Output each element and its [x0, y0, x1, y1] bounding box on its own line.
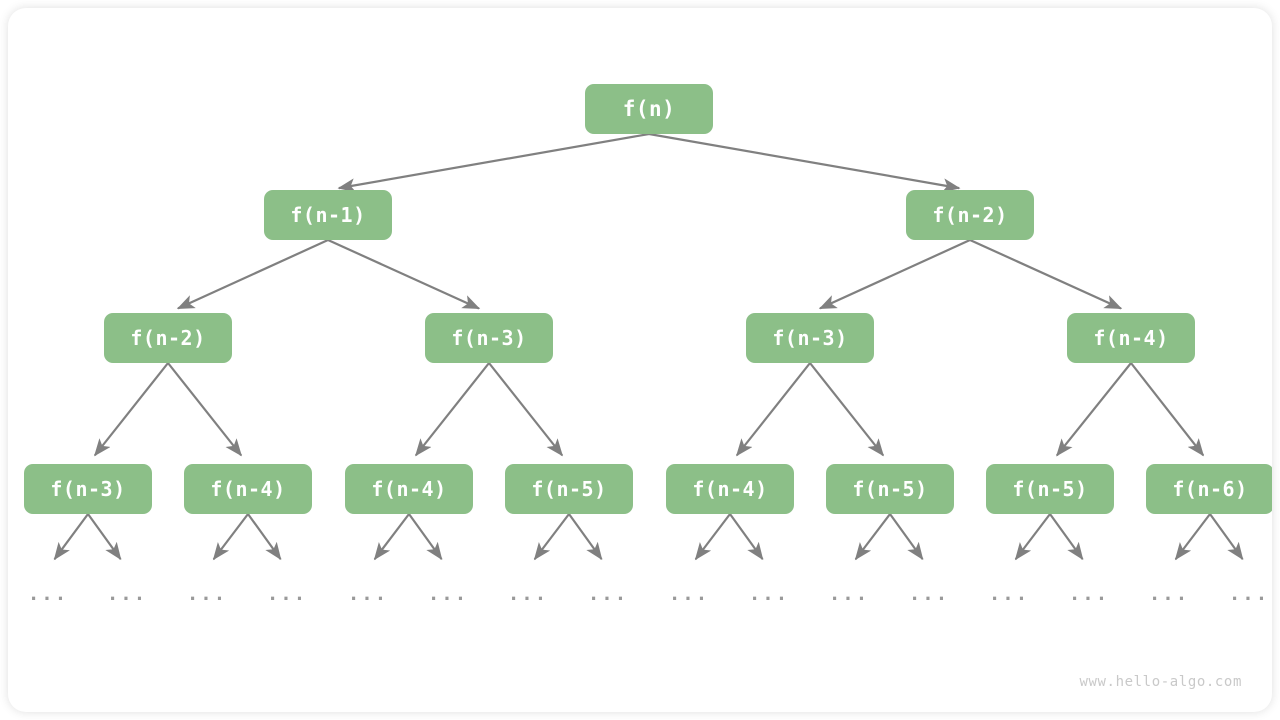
leaf-ellipsis: ...: [587, 583, 629, 605]
tree-node-fn-3: f(n-3): [746, 313, 874, 363]
diagram-card: f(n) f(n-1) f(n-2) f(n-2) f(n-3) f(n-3) f(n-4)…: [8, 8, 1272, 712]
leaf-ellipsis: ...: [748, 583, 790, 605]
leaf-ellipsis: ...: [908, 583, 950, 605]
edge-L3N0-to-leaf-right: [87, 513, 122, 561]
leaf-ellipsis: ...: [186, 583, 228, 605]
watermark-label: www.hello-algo.com: [1079, 674, 1242, 690]
edge-L3N6-to-leaf-left: [1014, 513, 1051, 561]
edge-L3N6-to-leaf-right: [1049, 513, 1084, 561]
edge-L3N1-to-leaf-right: [247, 513, 282, 561]
leaf-ellipsis: ...: [106, 583, 148, 605]
edge-L1N1-to-L2N3: [969, 238, 1123, 310]
leaf-ellipsis: ...: [1068, 583, 1110, 605]
leaf-ellipsis: ...: [27, 583, 69, 605]
edge-L2N3-to-L3N7: [1130, 362, 1205, 457]
edge-L3N4-to-leaf-right: [729, 513, 764, 561]
tree-node-fn-4: f(n-4): [345, 464, 473, 514]
edge-L2N0-to-L3N1: [167, 362, 243, 457]
leaf-ellipsis: ...: [1148, 583, 1190, 605]
edge-L2N1-to-L3N2: [414, 362, 490, 457]
edge-L3N3-to-leaf-right: [568, 513, 603, 561]
leaf-ellipsis: ...: [266, 583, 308, 605]
edge-L3N4-to-leaf-left: [694, 513, 731, 561]
edge-L1N0-to-L2N1: [327, 238, 481, 310]
leaf-ellipsis: ...: [828, 583, 870, 605]
edge-L0N0-to-L1N1: [648, 132, 961, 193]
leaf-ellipsis: ...: [668, 583, 710, 605]
leaf-ellipsis: ...: [1228, 583, 1270, 605]
edge-L0N0-to-L1N0: [337, 132, 650, 193]
tree-node-fn-6: f(n-6): [1146, 464, 1272, 514]
edge-L3N1-to-leaf-left: [212, 513, 249, 561]
tree-node-fn-4: f(n-4): [184, 464, 312, 514]
leaf-ellipsis: ...: [507, 583, 549, 605]
edge-L3N3-to-leaf-left: [533, 513, 570, 561]
edge-L2N3-to-L3N6: [1056, 362, 1132, 457]
tree-node-fn-5: f(n-5): [986, 464, 1114, 514]
edge-L3N2-to-leaf-right: [408, 513, 443, 561]
edge-L3N7-to-leaf-left: [1174, 513, 1211, 561]
tree-node-fn: f(n): [585, 84, 713, 134]
tree-node-fn-3: f(n-3): [425, 313, 553, 363]
edges-layer: [53, 132, 1244, 561]
edge-L1N0-to-L2N0: [176, 238, 329, 310]
edge-L2N2-to-L3N4: [735, 362, 811, 457]
leaf-ellipsis: ...: [427, 583, 469, 605]
edge-L1N1-to-L2N2: [818, 238, 971, 310]
edge-L3N5-to-leaf-right: [889, 513, 924, 561]
tree-node-fn-5: f(n-5): [826, 464, 954, 514]
edge-L3N5-to-leaf-left: [854, 513, 891, 561]
edge-L3N2-to-leaf-left: [373, 513, 410, 561]
tree-node-fn-4: f(n-4): [666, 464, 794, 514]
leaf-ellipsis: ...: [347, 583, 389, 605]
tree-node-fn-2: f(n-2): [104, 313, 232, 363]
tree-node-fn-3: f(n-3): [24, 464, 152, 514]
tree-node-fn-2: f(n-2): [906, 190, 1034, 240]
leaf-ellipsis: ...: [988, 583, 1030, 605]
edge-L2N1-to-L3N3: [488, 362, 564, 457]
tree-node-fn-4: f(n-4): [1067, 313, 1195, 363]
edge-L2N0-to-L3N0: [93, 362, 169, 457]
edge-L2N2-to-L3N5: [809, 362, 885, 457]
edge-L3N7-to-leaf-right: [1209, 513, 1244, 561]
tree-node-fn-1: f(n-1): [264, 190, 392, 240]
edge-L3N0-to-leaf-left: [53, 513, 89, 561]
tree-node-fn-5: f(n-5): [505, 464, 633, 514]
recursion-tree-diagram: f(n) f(n-1) f(n-2) f(n-2) f(n-3) f(n-3) f(n-4)…: [8, 8, 1272, 712]
